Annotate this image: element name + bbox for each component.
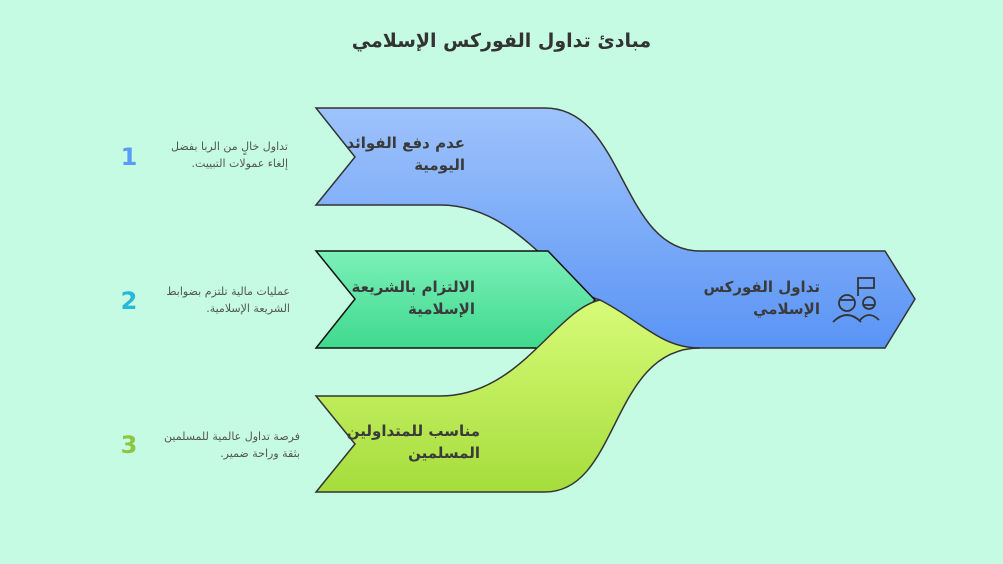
center-label: تداول الفوركس الإسلامي [703,278,820,318]
step-number-2: 2 [120,287,138,315]
step-description-1: تداول خالٍ من الربا بفضل إلغاء عمولات ال… [171,140,288,170]
step-label-3: مناسب للمتداولين المسلمين [346,422,480,462]
step-label-1: عدم دفع الفوائد اليومية [346,134,465,174]
step-description-2: عمليات مالية تلتزم بضوابط الشريعة الإسلا… [166,285,290,315]
step-number-3: 3 [120,431,138,459]
step-description-3: فرصة تداول عالمية للمسلمين بثقة وراحة ضم… [164,430,300,460]
step-number-1: 1 [120,143,138,171]
band-3-shape [314,299,701,493]
people-flag-icon [832,277,880,323]
step-label-2: الالتزام بالشريعة الإسلامية [351,278,475,318]
diagram-title: مبادئ تداول الفوركس الإسلامي [351,30,652,52]
